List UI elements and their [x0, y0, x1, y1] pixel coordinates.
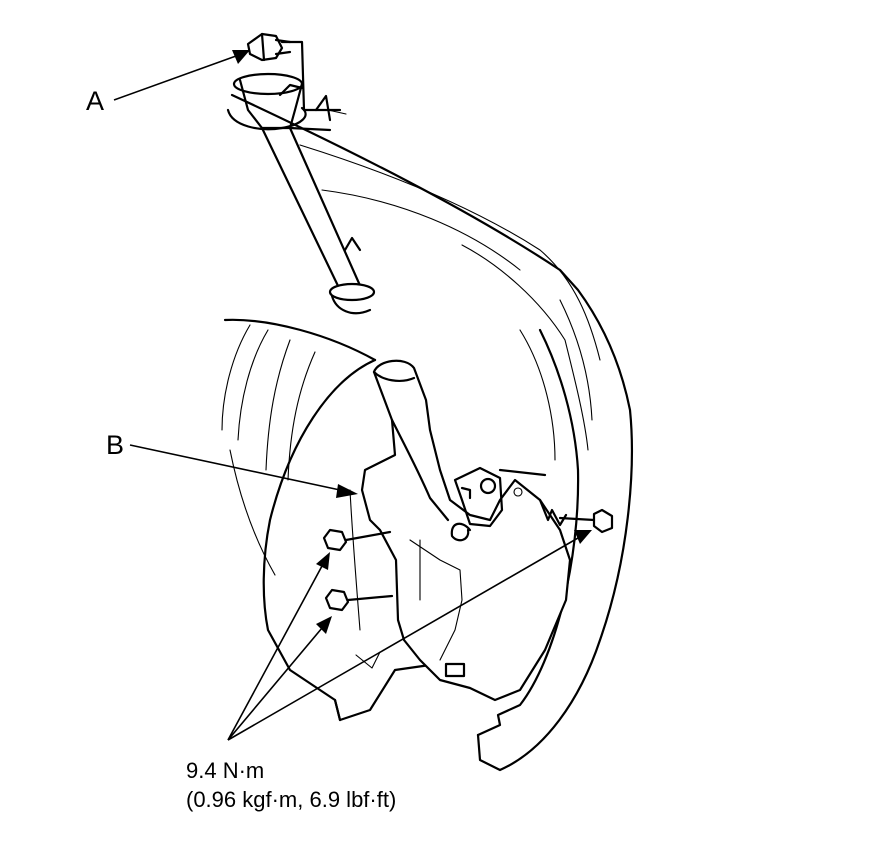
bolt-upper — [322, 528, 392, 552]
torque-conversion: (0.96 kgf·m, 6.9 lbf·ft) — [186, 787, 397, 812]
leader-a — [113, 50, 250, 101]
bolt-right — [558, 508, 614, 534]
leader-torque — [227, 530, 592, 741]
callout-label-b: B — [106, 430, 125, 460]
bolt-lower — [324, 588, 394, 612]
leader-b — [129, 444, 358, 498]
clip-a — [246, 32, 342, 112]
callout-label-a: A — [86, 86, 105, 116]
wheel-well — [221, 318, 432, 722]
torque-spec: 9.4 N·m (0.96 kgf·m, 6.9 lbf·ft) — [186, 756, 396, 814]
filler-neck — [226, 72, 376, 315]
fender-panel — [230, 93, 633, 772]
washer-reservoir — [360, 359, 572, 702]
torque-value: 9.4 N·m — [186, 758, 265, 783]
